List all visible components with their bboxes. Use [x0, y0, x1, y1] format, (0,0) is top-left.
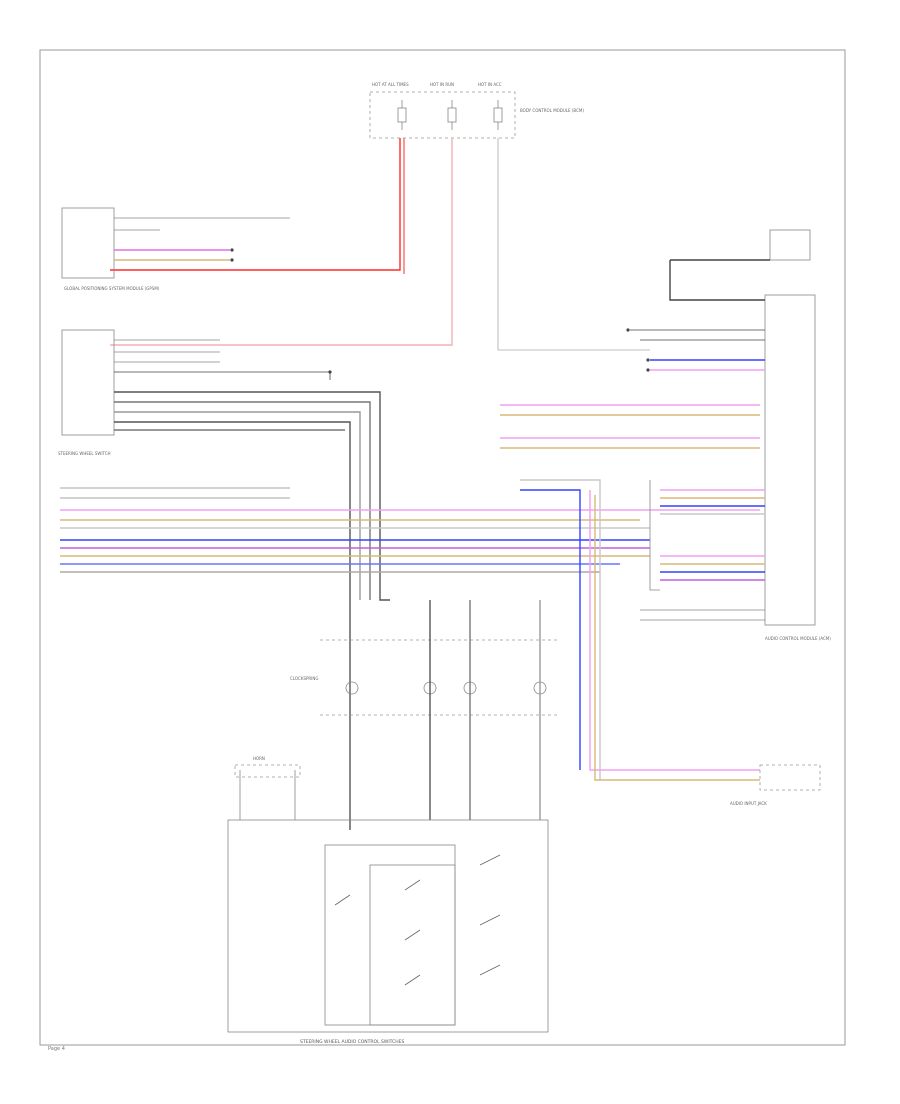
upper-right-wires	[500, 404, 760, 781]
fuse-panel-border	[369, 91, 516, 139]
fuse3-label: HOT IN ACC	[478, 82, 502, 87]
wire-pink-to-jack	[589, 490, 760, 771]
clockspring-label: CLOCKSPRING	[290, 676, 318, 681]
right-module-label: AUDIO CONTROL MODULE (ACM)	[765, 636, 831, 641]
right-module-box	[764, 294, 816, 626]
switch-assembly-box	[227, 819, 549, 1033]
switch-assembly: HORN STEERING WHEEL AUDIO CONTROL SWITCH…	[227, 756, 549, 1045]
fuse-icon	[447, 100, 457, 130]
left-module: GLOBAL POSITIONING SYSTEM MODULE (GPSM)	[61, 207, 290, 291]
fuse1-label: HOT AT ALL TIMES	[372, 82, 409, 87]
mid-left-module-box	[61, 329, 115, 436]
switch-assembly-label: STEERING WHEEL AUDIO CONTROL SWITCHES	[300, 1039, 405, 1045]
right-module: AUDIO CONTROL MODULE (ACM)	[626, 229, 831, 641]
splice-dot-icon	[328, 370, 332, 374]
clockspring: CLOCKSPRING	[290, 600, 560, 820]
wire-pink-run	[110, 138, 453, 346]
switch-contact-icon	[334, 854, 501, 986]
fuse-icon	[493, 100, 503, 130]
mid-left-module: STEERING WHEEL SWITCH	[58, 329, 390, 830]
left-module-box	[61, 207, 115, 279]
splice-dot-icon	[230, 258, 234, 262]
audio-jack-box	[759, 764, 821, 791]
long-wire-bundle	[60, 487, 760, 573]
wire-red-power	[110, 138, 401, 271]
audio-jack-label: AUDIO INPUT JACK	[730, 801, 767, 806]
wire-dark-1	[114, 371, 331, 380]
wire-gray-acc	[497, 138, 650, 351]
fuse-note-label: BODY CONTROL MODULE (BCM)	[520, 108, 584, 113]
wire-bundle-a	[114, 391, 390, 601]
fuse-panel: HOT AT ALL TIMES HOT IN RUN HOT IN ACC B…	[369, 82, 584, 139]
splice-dot-icon	[626, 328, 630, 332]
fuse-icon	[397, 100, 407, 130]
page-number: Page 4	[48, 1046, 65, 1052]
left-module-label: GLOBAL POSITIONING SYSTEM MODULE (GPSM)	[64, 286, 160, 291]
fuse2-label: HOT IN RUN	[430, 82, 454, 87]
switch-top-label: HORN	[253, 756, 265, 761]
page-frame	[39, 49, 846, 1046]
mid-module-label: STEERING WHEEL SWITCH	[58, 451, 111, 456]
splice-dot-icon	[230, 248, 234, 252]
speaker-icon	[345, 681, 359, 695]
